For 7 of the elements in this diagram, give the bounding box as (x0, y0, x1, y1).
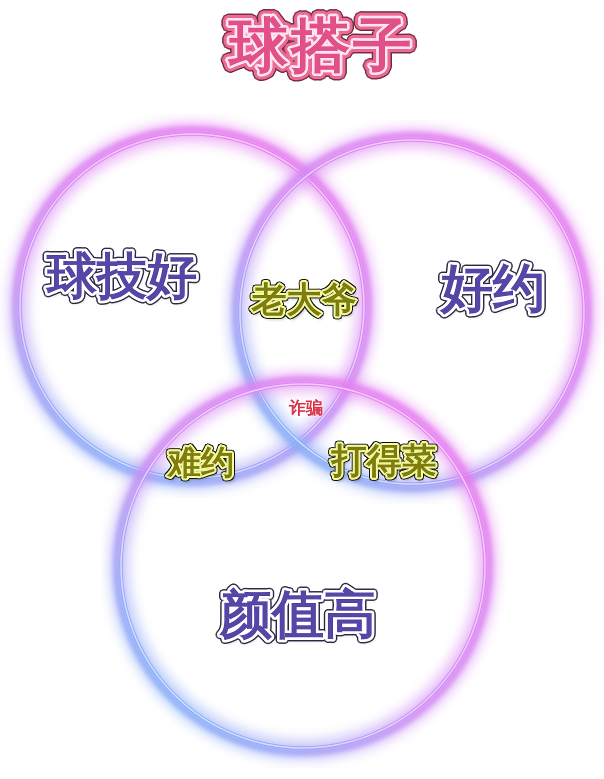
set-label: 球技好 (47, 251, 197, 301)
set-label: 好约 (441, 263, 545, 315)
set-label: 颜值高 (220, 589, 376, 641)
overlap-label: 打得菜 (332, 444, 436, 480)
overlap-label: 诈骗 (289, 400, 323, 418)
overlap-label: 老大爷 (252, 284, 356, 318)
overlap-label: 难约 (168, 446, 234, 478)
